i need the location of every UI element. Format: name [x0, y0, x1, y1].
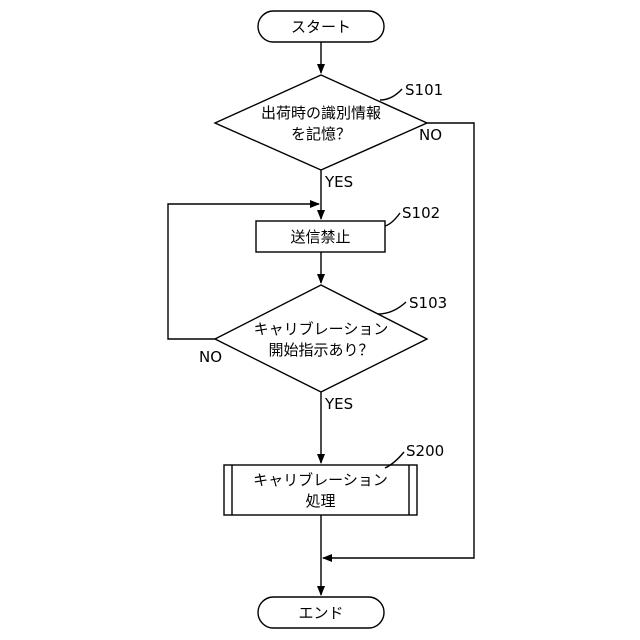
process-s102-label: 送信禁止 — [290, 228, 350, 246]
decision-s101-line2: を記憶？ — [291, 125, 351, 143]
step-label-s200: S200 — [406, 442, 444, 460]
step-label-s103: S103 — [409, 294, 447, 312]
s101-yes-label: YES — [324, 173, 353, 191]
s101-no-label: NO — [419, 126, 442, 144]
decision-s103: キャリブレーション 開始指示あり？ — [215, 285, 427, 392]
step-label-s101: S101 — [405, 81, 443, 99]
process-s102: 送信禁止 — [256, 221, 385, 252]
s103-no-label: NO — [199, 348, 222, 366]
decision-s101-line1: 出荷時の識別情報 — [261, 104, 381, 122]
end-label: エンド — [298, 604, 343, 622]
subprocess-s200-line2: 処理 — [305, 492, 335, 510]
start-label: スタート — [291, 18, 351, 36]
leader-s102 — [385, 213, 400, 226]
leader-s101 — [380, 89, 402, 100]
end-terminal: エンド — [258, 597, 384, 628]
leader-s103 — [378, 302, 406, 314]
subprocess-s200-line1: キャリブレーション — [253, 471, 388, 489]
s103-yes-label: YES — [324, 395, 353, 413]
decision-s103-line2: 開始指示あり？ — [268, 341, 373, 359]
step-label-s102: S102 — [402, 204, 440, 222]
start-terminal: スタート — [258, 11, 384, 42]
decision-s103-line1: キャリブレーション — [254, 320, 389, 338]
subprocess-s200: キャリブレーション 処理 — [224, 465, 417, 515]
decision-s101: 出荷時の識別情報 を記憶？ — [215, 75, 427, 170]
